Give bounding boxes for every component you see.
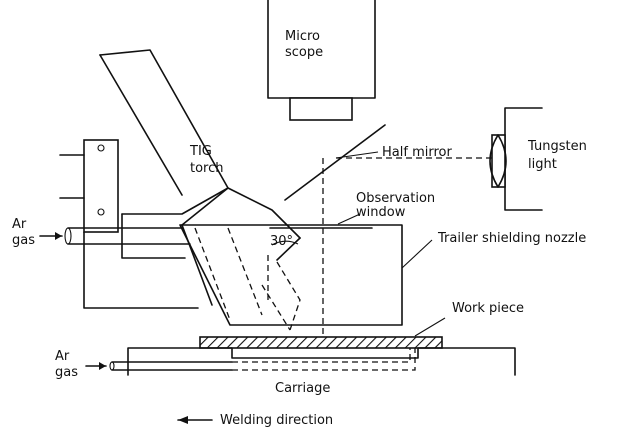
welding-direction-arrow: [177, 416, 213, 424]
half-mirror: [284, 124, 386, 201]
carriage-label: Carriage: [275, 381, 330, 396]
torch-nozzle-hidden: [194, 227, 301, 331]
trailer-nozzle-label: Trailer shielding nozzle: [437, 231, 586, 246]
half-mirror-label: Half mirror: [382, 145, 452, 160]
tig-torch-label-line2: torch: [190, 161, 224, 176]
microscope: [267, 0, 376, 121]
torch-angle-label: 30°: [270, 234, 293, 249]
trailer-shielding-nozzle: [179, 224, 403, 326]
ar-gas-pipe-top: [64, 227, 191, 245]
carriage: [127, 347, 516, 376]
ar-gas-pipe-bottom: [109, 348, 416, 371]
microscope-label-line1: Micro: [285, 29, 320, 44]
work-piece: [199, 336, 443, 349]
microscope-label-line2: scope: [285, 45, 323, 60]
work-piece-label: Work piece: [452, 301, 524, 316]
trailer-nozzle-leader: [401, 239, 433, 269]
torch-clamp: [59, 139, 199, 309]
tungsten-light: [489, 107, 543, 211]
ar-gas-arrowhead-top: [55, 232, 62, 240]
tungsten-light-label-line2: light: [528, 157, 557, 172]
tig-torch-label-line1: TIG: [189, 144, 212, 159]
ar-gas-top-label-line1: Ar: [12, 217, 27, 232]
ar-gas-top-label-line2: gas: [12, 233, 35, 248]
observation-window-label-line1: Observation: [356, 191, 435, 206]
observation-window-label-line2: window: [356, 205, 406, 220]
welding-direction-label: Welding direction: [220, 413, 333, 428]
half-mirror-leader: [335, 151, 379, 159]
work-piece-leader: [414, 317, 446, 337]
ar-gas-bottom-label-line1: Ar: [55, 349, 70, 364]
observation-window-leader: [337, 213, 361, 225]
tungsten-light-label-line1: Tungsten: [527, 139, 587, 154]
ar-gas-arrowhead-bottom: [99, 362, 106, 370]
ar-gas-bottom-label-line2: gas: [55, 365, 78, 380]
